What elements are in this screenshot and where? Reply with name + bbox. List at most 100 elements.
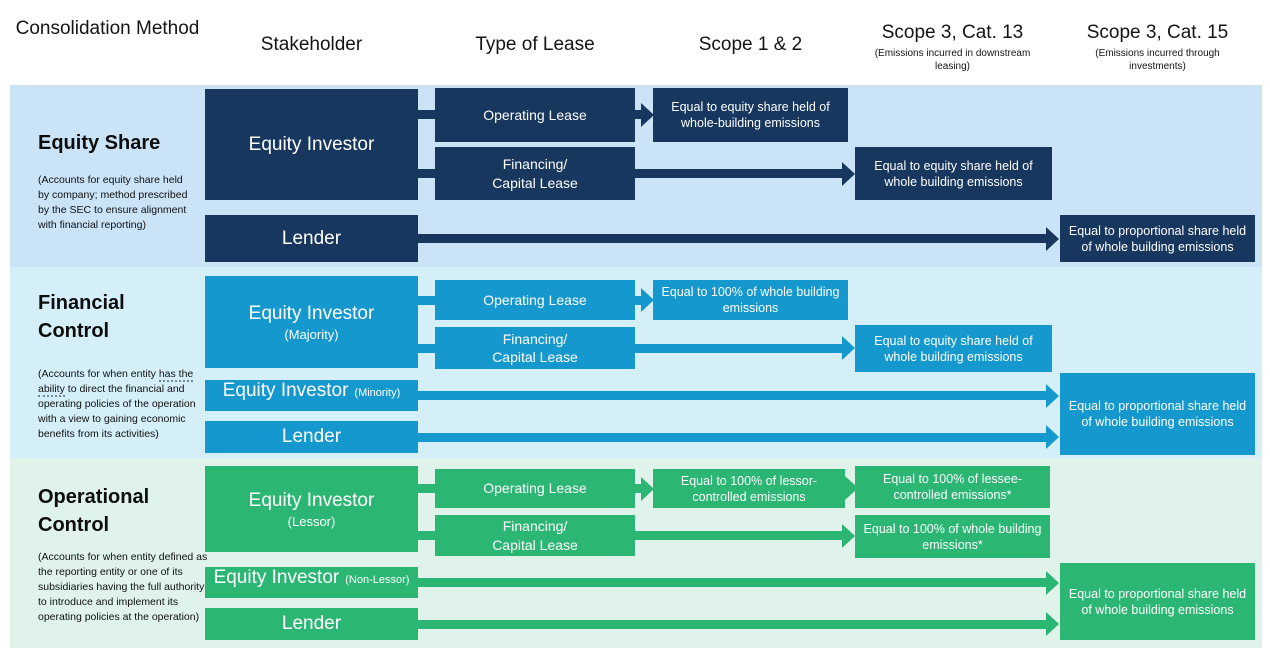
stakeholder-box-equity-investor-minority: Equity Investor (Minority): [205, 380, 418, 411]
section-description: (Accounts for when entity defined as the…: [38, 551, 208, 623]
connector-investor-to-financing: [418, 169, 435, 178]
arrowhead-icon: [1046, 383, 1059, 408]
result-label: Equal to proportional share held of whol…: [1068, 399, 1247, 429]
stakeholder-label: Lender: [281, 227, 342, 249]
arrowhead-icon: [842, 523, 855, 548]
result-box-cat15: Equal to proportional share held of whol…: [1060, 563, 1255, 640]
arrow-line-lender-to-cat15: [418, 432, 1047, 442]
arrowhead-icon: [1046, 570, 1059, 595]
arrow-line-financing-to-cat13: [635, 343, 843, 353]
column-header-label: Scope 3, Cat. 13: [881, 22, 1024, 43]
arrowhead-icon: [1046, 612, 1059, 636]
connector-investor-to-operating: [418, 295, 435, 305]
stakeholder-label: Equity Investor: [222, 380, 349, 401]
result-box-cat13: Equal to equity share held of whole buil…: [855, 147, 1052, 200]
result-label: Equal to 100% of whole building emission…: [863, 521, 1042, 552]
result-box-cat13-lessee: Equal to 100% of lessee-controlled emiss…: [855, 466, 1050, 508]
result-label: Equal to 100% of lessee-controlled emiss…: [883, 472, 1022, 502]
lease-label: Financing/ Capital Lease: [492, 156, 578, 191]
stakeholder-label: Equity Investor: [213, 567, 340, 588]
result-box-cat13: Equal to equity share held of whole buil…: [855, 325, 1052, 372]
stakeholder-box-lender: Lender: [205, 421, 418, 453]
column-header-label: Scope 3, Cat. 15: [1086, 22, 1229, 43]
result-box-cat15: Equal to proportional share held of whol…: [1060, 215, 1255, 262]
stakeholder-sublabel: (Lessor): [287, 513, 336, 529]
result-label: Equal to equity share held of whole buil…: [874, 158, 1033, 189]
arrow-line-lender-to-cat15: [418, 234, 1047, 243]
lessor-to-lessee-arrowhead-icon: [845, 475, 858, 500]
section-description: (Accounts for equity share held by compa…: [38, 174, 188, 231]
column-header-stakeholder: Stakeholder: [205, 32, 418, 58]
lease-label: Operating Lease: [483, 480, 587, 497]
lease-label: Financing/ Capital Lease: [492, 330, 578, 365]
section-financial-control: Financial Control (Accounts for when ent…: [10, 267, 1262, 458]
arrowhead-icon: [842, 336, 855, 360]
column-header-label: Stakeholder: [260, 34, 363, 55]
result-label: Equal to 100% of lessor-controlled emiss…: [680, 473, 818, 504]
stakeholder-label: Equity Investor: [248, 302, 375, 324]
stakeholder-label: Equity Investor: [248, 133, 375, 155]
arrowhead-icon: [842, 161, 855, 186]
arrow-line-financing-to-cat13: [635, 169, 843, 178]
stakeholder-label: Equity Investor: [248, 489, 375, 511]
result-box-scope12: Equal to 100% of lessor-controlled emiss…: [653, 469, 845, 508]
column-header-subcaption: (Emissions incurred in downstream leasin…: [874, 48, 1031, 72]
arrow-line-non-lessor-to-cat15: [418, 578, 1047, 587]
column-header-subcaption: (Emissions incurred through investments): [1095, 48, 1220, 72]
stakeholder-label: Lender: [281, 613, 342, 634]
arrow-line-operating-to-scope12: [635, 484, 642, 493]
column-header-type-of-lease: Type of Lease: [435, 32, 635, 58]
arrowhead-icon: [1046, 425, 1059, 449]
connector-investor-to-financing: [418, 343, 435, 353]
stakeholder-box-equity-investor-non-lessor: Equity Investor (Non-Lessor): [205, 567, 418, 598]
section-operational-control: Operational Control (Accounts for when e…: [10, 458, 1262, 648]
stakeholder-box-equity-investor: Equity Investor: [205, 89, 418, 200]
result-box-scope12: Equal to equity share held of whole-buil…: [653, 88, 848, 142]
description-part: (Accounts for when entity: [38, 368, 159, 380]
arrow-line-minority-to-cat15: [418, 391, 1047, 400]
lease-box-operating: Operating Lease: [435, 469, 635, 508]
column-header-label: Scope 1 & 2: [698, 34, 803, 55]
lease-box-operating: Operating Lease: [435, 280, 635, 320]
stakeholder-sublabel: (Majority): [284, 326, 339, 342]
result-label: Equal to proportional share held of whol…: [1068, 586, 1247, 617]
arrow-line-financing-to-cat13: [635, 531, 843, 540]
section-description: (Accounts for when entity has the abilit…: [38, 367, 210, 442]
section-title: Equity Share: [38, 132, 161, 154]
result-box-scope12: Equal to 100% of whole building emission…: [653, 280, 848, 320]
stakeholder-sublabel: (Minority): [354, 387, 401, 399]
arrowhead-icon: [641, 476, 654, 501]
lease-box-operating: Operating Lease: [435, 88, 635, 142]
stakeholder-box-lender: Lender: [205, 215, 418, 262]
lease-box-financing-capital: Financing/ Capital Lease: [435, 515, 635, 556]
lease-label: Operating Lease: [483, 291, 587, 308]
lease-label: Operating Lease: [483, 106, 587, 123]
stakeholder-label: Lender: [281, 426, 342, 447]
arrowhead-icon: [1046, 226, 1059, 251]
column-header-scope3-cat15: Scope 3, Cat. 15 (Emissions incurred thr…: [1055, 20, 1260, 73]
result-label: Equal to proportional share held of whol…: [1068, 223, 1247, 254]
section-equity-share: Equity Share (Accounts for equity share …: [10, 85, 1262, 267]
result-label: Equal to equity share held of whole buil…: [874, 333, 1033, 364]
connector-investor-to-operating: [418, 484, 435, 493]
column-header-label: Consolidation Method: [15, 18, 200, 39]
column-header-label: Type of Lease: [475, 34, 595, 55]
lease-box-financing-capital: Financing/ Capital Lease: [435, 327, 635, 369]
stakeholder-sublabel: (Non-Lessor): [345, 574, 410, 586]
arrow-line-lender-to-cat15: [418, 619, 1047, 629]
section-title: Operational Control: [38, 486, 150, 536]
section-title: Financial Control: [38, 292, 125, 342]
result-box-cat13-whole: Equal to 100% of whole building emission…: [855, 515, 1050, 558]
arrow-line-operating-to-scope12: [635, 295, 642, 305]
result-box-cat15: Equal to proportional share held of whol…: [1060, 373, 1255, 455]
stakeholder-box-lender: Lender: [205, 608, 418, 640]
description-marked-phrase: has the ability: [38, 368, 194, 397]
arrowhead-icon: [641, 102, 654, 127]
description-part: to direct the financial and operating po…: [38, 383, 196, 440]
column-header-scope3-cat13: Scope 3, Cat. 13 (Emissions incurred in …: [845, 20, 1060, 73]
stakeholder-box-equity-investor-majority: Equity Investor (Majority): [205, 276, 418, 368]
arrowhead-icon: [641, 288, 654, 312]
column-header-consolidation-method: Consolidation Method: [15, 16, 200, 42]
lease-label: Financing/ Capital Lease: [492, 518, 578, 553]
